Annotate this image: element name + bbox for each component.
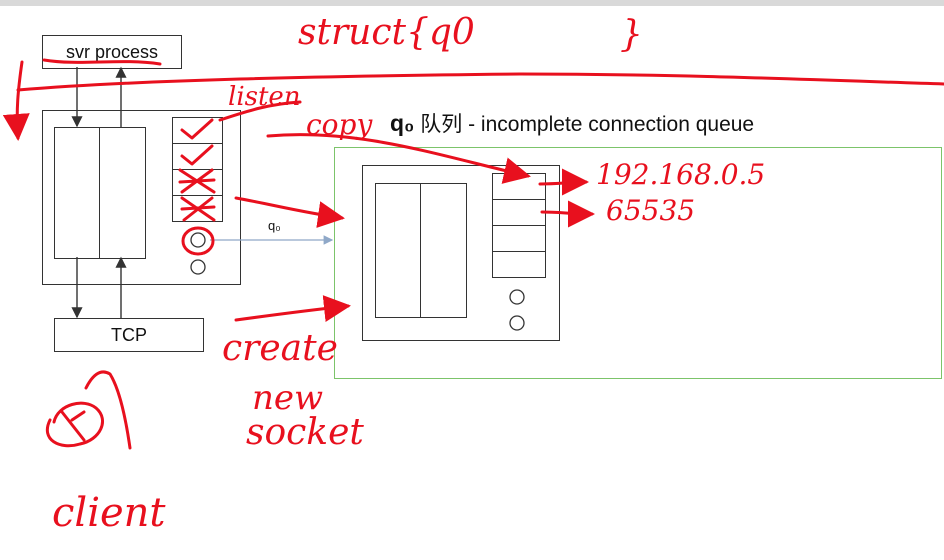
annotation-socket: socket — [246, 412, 364, 453]
annotation-client: client — [52, 490, 166, 536]
queue-title-symbol: q₀ — [390, 110, 415, 136]
annotation-brace: } — [620, 14, 643, 55]
ink-port-arrow — [540, 200, 595, 228]
queue-title-text: 队列 - incomplete connection queue — [414, 113, 755, 136]
ink-left-arrow — [2, 60, 30, 141]
ink-check-1 — [180, 118, 214, 140]
left-circle-1 — [190, 232, 206, 248]
ink-listen-pointer — [218, 100, 302, 122]
tcp-box: TCP — [54, 318, 204, 352]
ink-underline-svr — [42, 58, 162, 66]
right-circle-1 — [509, 289, 525, 305]
annotation-port: 65535 — [606, 194, 696, 227]
q0-label: q₀ — [268, 218, 281, 233]
tcp-label: TCP — [111, 324, 147, 345]
annotation-copy: copy — [306, 108, 373, 141]
ink-client-figure — [45, 370, 132, 450]
queue-slot-2 — [172, 143, 223, 170]
ink-check-2 — [180, 144, 214, 166]
new-socket-buffer-right — [420, 183, 467, 318]
ink-divider-line — [16, 72, 944, 92]
ink-create-arrow — [234, 295, 351, 322]
left-circle-2 — [190, 259, 206, 275]
server-buffer-right — [99, 127, 146, 259]
svr-process-label: svr process — [65, 41, 159, 62]
right-circle-2 — [509, 315, 525, 331]
ink-x-2 — [180, 196, 216, 222]
annotation-ip: 192.168.0.5 — [596, 158, 766, 191]
new-queue-slot-3 — [492, 225, 546, 252]
server-buffer-left — [54, 127, 101, 259]
ink-circle-highlight — [181, 226, 215, 256]
window-top-bar — [0, 0, 944, 6]
ink-x-1 — [178, 168, 216, 194]
ink-q0-arrow — [234, 196, 345, 228]
annotation-listen: listen — [228, 82, 301, 112]
annotation-create: create — [222, 328, 338, 369]
ink-ip-arrow — [538, 168, 589, 196]
queue-title: q₀ 队列 - incomplete connection queue — [390, 108, 754, 138]
new-queue-slot-4 — [492, 251, 546, 278]
annotation-new: new — [252, 378, 324, 418]
annotation-struct: struct{q0 — [298, 12, 475, 53]
ink-copy-arrow — [266, 133, 531, 184]
